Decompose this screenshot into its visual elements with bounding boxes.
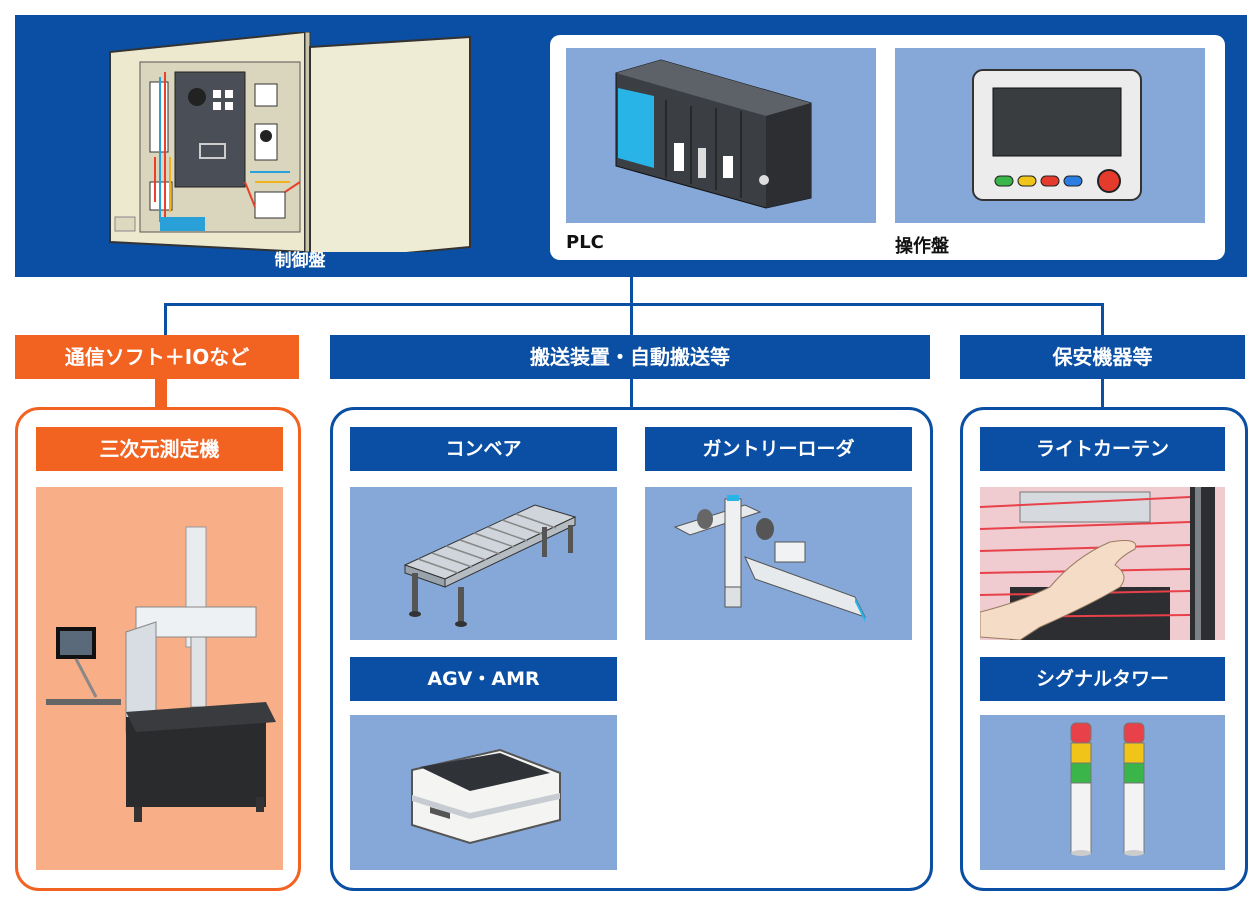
operation-panel-label: 操作盤: [895, 236, 949, 257]
control-cabinet-icon: [105, 32, 485, 252]
cmm-image: [36, 487, 283, 870]
light-curtain-icon: [980, 487, 1215, 640]
agv-title: AGV・AMR: [350, 657, 617, 701]
operation-panel-image: [895, 48, 1205, 223]
connector-right: [1101, 303, 1104, 337]
signal-tower-icon: [1070, 722, 1145, 856]
comm-header: 通信ソフト＋IOなど: [15, 335, 299, 379]
plc-icon: [615, 59, 812, 209]
transport-header: 搬送装置・自動搬送等: [330, 335, 930, 379]
connector-center: [630, 303, 633, 337]
agv-image: [350, 715, 617, 870]
connector-left: [164, 303, 167, 337]
plc-label: PLC: [566, 232, 604, 253]
agv-icon: [411, 748, 561, 845]
cmm-icon: [46, 526, 276, 822]
gantry-image: [645, 487, 912, 640]
conveyor-title: コンベア: [350, 427, 617, 471]
control-panel-label: 制御盤: [274, 251, 326, 271]
connector-bus: [164, 303, 1104, 306]
safety-header: 保安機器等: [960, 335, 1245, 379]
hmi-panel-icon: [972, 69, 1142, 201]
signal-tower-image: [980, 715, 1225, 870]
orange-connector: [155, 379, 167, 409]
gantry-title: ガントリーローダ: [645, 427, 912, 471]
safety-connector: [1101, 379, 1104, 409]
light-curtain-image: [980, 487, 1225, 640]
connector-trunk: [630, 277, 633, 305]
cmm-title: 三次元測定機: [36, 427, 283, 471]
light-curtain-title: ライトカーテン: [980, 427, 1225, 471]
gantry-icon: [673, 495, 866, 622]
transport-connector: [630, 379, 633, 409]
plc-image: [566, 48, 876, 223]
conveyor-image: [350, 487, 617, 640]
conveyor-icon: [403, 504, 577, 627]
signal-tower-title: シグナルタワー: [980, 657, 1225, 701]
